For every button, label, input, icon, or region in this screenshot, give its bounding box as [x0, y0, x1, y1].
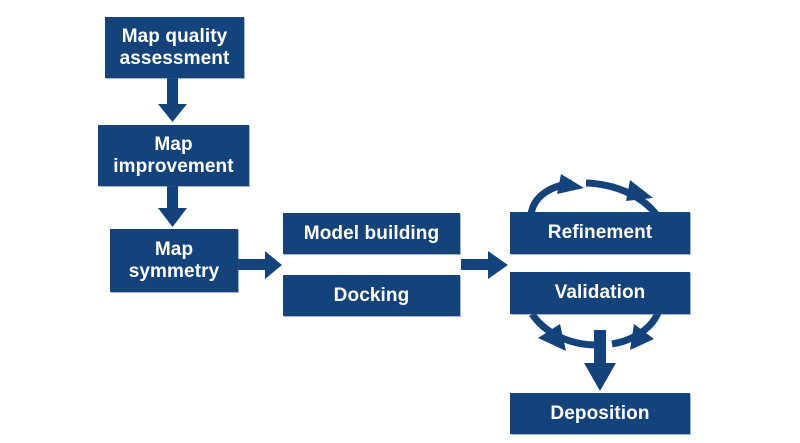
node-label: Validation [554, 282, 646, 304]
arrow-building-to-refinement [461, 251, 508, 279]
node-label-line1: Map [154, 239, 194, 261]
arrow-quality-to-improvement [158, 78, 187, 122]
arrow-cycle-to-deposition [584, 330, 616, 391]
node-validation[interactable]: Validation [510, 272, 690, 314]
node-refinement[interactable]: Refinement [510, 212, 690, 254]
node-map-improvement[interactable]: Map improvement [98, 125, 249, 186]
node-map-symmetry[interactable]: Map symmetry [110, 229, 238, 292]
node-label-line1: Map [154, 134, 193, 156]
node-label-line2: assessment [119, 47, 230, 69]
node-label-line2: improvement [113, 155, 234, 177]
cycle-arc-top-left [527, 174, 584, 216]
arrow-improvement-to-symmetry [158, 186, 187, 227]
node-deposition[interactable]: Deposition [510, 393, 690, 434]
node-map-quality-assessment[interactable]: Map quality assessment [105, 17, 244, 78]
node-label: Deposition [550, 402, 650, 424]
node-model-building[interactable]: Model building [283, 213, 460, 254]
node-label: Model building [303, 222, 440, 244]
cycle-arc-bottom-right [611, 311, 662, 350]
cycle-arc-top-right [585, 179, 659, 217]
arrow-symmetry-to-building [238, 251, 282, 279]
node-label: Refinement [547, 222, 653, 244]
node-label: Docking [333, 284, 410, 306]
node-label-line1: Map quality [121, 26, 228, 48]
node-label-line2: symmetry [128, 260, 220, 282]
cycle-arc-bottom-left [529, 311, 595, 351]
node-docking[interactable]: Docking [283, 275, 460, 316]
